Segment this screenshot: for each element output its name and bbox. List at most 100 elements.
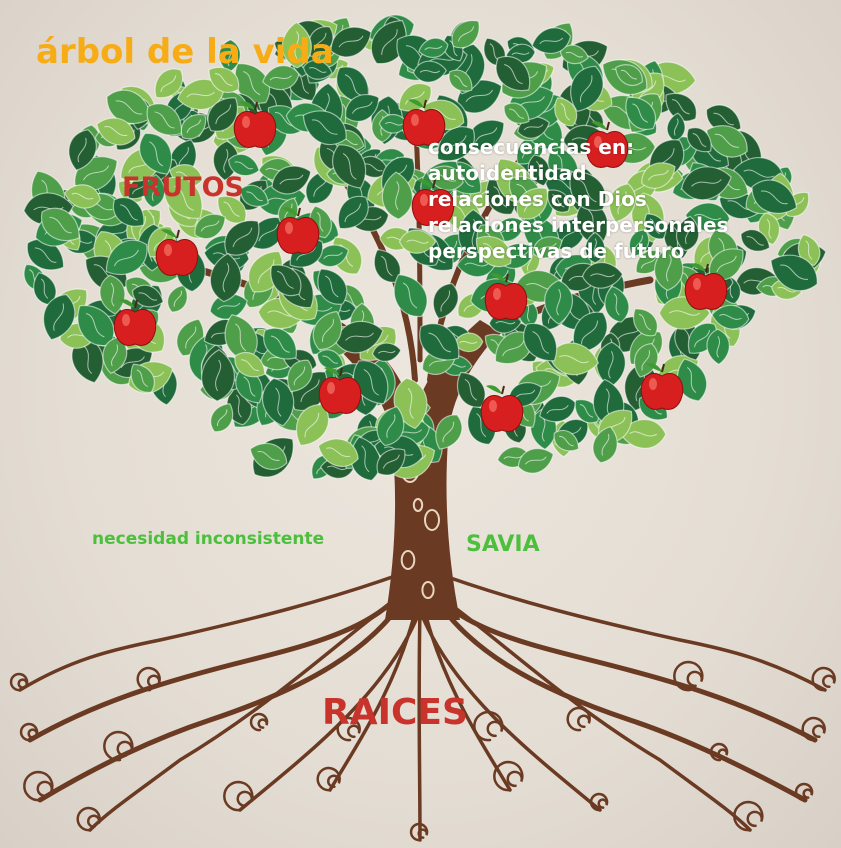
- leaf: [653, 245, 684, 291]
- trunk-swirl: [421, 581, 435, 599]
- apples-group: [113, 99, 728, 432]
- leaf: [130, 363, 155, 393]
- apple: [585, 121, 629, 168]
- leaf: [139, 132, 173, 175]
- leaf: [105, 239, 148, 276]
- necesidad-label: necesidad inconsistente: [92, 529, 325, 549]
- leaf: [666, 112, 686, 142]
- leaf: [235, 369, 263, 404]
- root-curl: [223, 780, 254, 812]
- leaf: [240, 184, 269, 207]
- leaf: [705, 104, 742, 133]
- leaf: [548, 342, 600, 376]
- leaf: [352, 360, 389, 405]
- savia-label: SAVIA: [466, 532, 540, 557]
- leaf: [553, 429, 580, 452]
- root-curl: [589, 792, 609, 812]
- root-curl: [23, 770, 54, 802]
- leaf: [271, 165, 312, 195]
- leaf: [432, 282, 459, 320]
- consequences-list: consecuencias en: autoidentidad relacion…: [428, 134, 728, 264]
- leaf: [335, 320, 384, 354]
- leaf: [317, 268, 348, 305]
- leaf: [381, 171, 413, 220]
- root-curl: [19, 722, 39, 742]
- leaf: [615, 64, 643, 86]
- leaf: [376, 405, 405, 447]
- frutos-label: FRUTOS: [122, 172, 244, 203]
- leaf: [210, 403, 234, 433]
- leaf: [68, 129, 97, 171]
- leaf: [371, 342, 402, 362]
- leaf: [398, 229, 437, 254]
- leaf: [312, 310, 343, 351]
- leaf: [262, 65, 300, 91]
- root-curl: [493, 760, 524, 792]
- apple: [318, 367, 362, 414]
- leaf: [412, 60, 448, 83]
- trunk-swirl: [412, 498, 424, 512]
- leaf: [208, 66, 240, 94]
- root-curl: [9, 672, 29, 692]
- leaf: [143, 174, 166, 208]
- leaf: [317, 438, 359, 468]
- root-curl: [709, 742, 729, 762]
- leaf: [517, 447, 554, 474]
- leaf: [676, 358, 708, 402]
- leaf: [270, 264, 302, 297]
- trunk-swirl: [424, 509, 440, 531]
- leaf: [570, 65, 604, 112]
- leaf: [516, 187, 549, 220]
- leaf: [544, 279, 574, 325]
- leaf: [770, 254, 818, 292]
- leaf: [708, 248, 744, 281]
- root-curl: [103, 730, 134, 762]
- apple: [233, 101, 277, 148]
- leaf: [532, 236, 563, 259]
- leaf: [641, 162, 676, 189]
- leaf: [711, 304, 750, 330]
- leaf: [42, 293, 76, 341]
- root-curl: [811, 666, 836, 692]
- leaf: [102, 336, 128, 374]
- leaf: [527, 154, 550, 187]
- apple: [480, 385, 524, 432]
- leaf: [604, 285, 630, 323]
- raices-label: RAICES: [322, 692, 468, 733]
- leaf: [307, 26, 334, 57]
- leaf: [295, 404, 330, 447]
- leaf: [456, 371, 486, 408]
- root-curl: [336, 716, 361, 742]
- leaf: [584, 231, 606, 264]
- leaf: [207, 97, 238, 132]
- leaf: [302, 110, 347, 145]
- apple: [684, 263, 728, 310]
- leaf: [448, 69, 473, 92]
- leaf: [522, 322, 558, 362]
- leaf: [194, 213, 226, 240]
- apple: [411, 179, 455, 226]
- leaf: [224, 314, 258, 361]
- leaf: [337, 195, 369, 230]
- leaf: [33, 272, 57, 306]
- leaf: [676, 215, 700, 252]
- leaf: [740, 229, 771, 252]
- root-curl: [76, 806, 101, 832]
- leaf: [287, 359, 313, 393]
- leaf: [376, 448, 406, 476]
- consequence-item: relaciones con Dios: [428, 187, 647, 211]
- leaf: [77, 305, 115, 347]
- diagram-title: árbol de la vida: [36, 32, 334, 72]
- root-curl: [801, 716, 826, 742]
- leaf: [224, 219, 260, 256]
- leaf: [96, 117, 136, 146]
- leaf: [633, 342, 659, 378]
- leaf: [531, 27, 572, 54]
- leaf: [581, 261, 624, 289]
- root-branch: [88, 588, 412, 832]
- leaf: [706, 125, 748, 158]
- root-curl: [733, 800, 764, 832]
- leaf: [393, 274, 428, 317]
- leaf: [503, 102, 530, 124]
